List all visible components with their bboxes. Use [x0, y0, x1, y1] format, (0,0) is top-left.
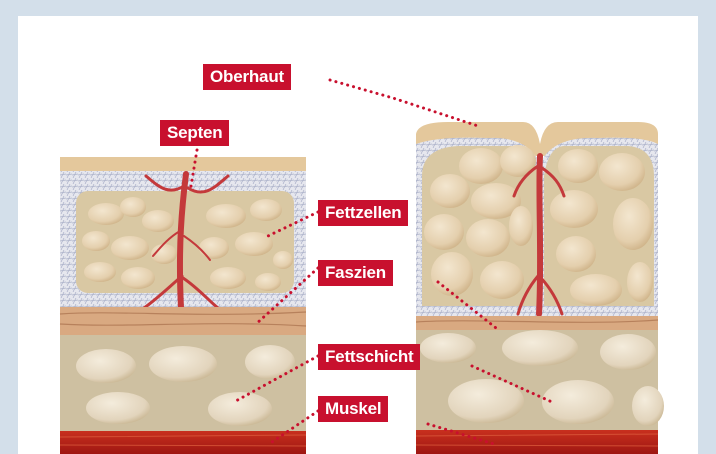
- label-muskel: Muskel: [318, 396, 388, 422]
- right-muscle: [416, 430, 658, 454]
- left-fascia: [60, 307, 306, 335]
- label-fettzellen: Fettzellen: [318, 200, 408, 226]
- left-epidermis: [60, 157, 306, 171]
- left-skin-section: [60, 157, 306, 454]
- right-skin-section: [416, 122, 664, 454]
- label-faszien: Faszien: [318, 260, 393, 286]
- diagram-panel: Oberhaut Septen Fettzellen Faszien Fetts…: [18, 16, 698, 454]
- label-septen: Septen: [160, 120, 229, 146]
- label-fettschicht: Fettschicht: [318, 344, 420, 370]
- right-fascia: [416, 316, 658, 330]
- label-oberhaut: Oberhaut: [203, 64, 291, 90]
- left-muscle: [60, 431, 306, 454]
- leader-oberhaut-epidermis: [330, 80, 478, 126]
- skin-cross-section-illustration: [18, 16, 698, 454]
